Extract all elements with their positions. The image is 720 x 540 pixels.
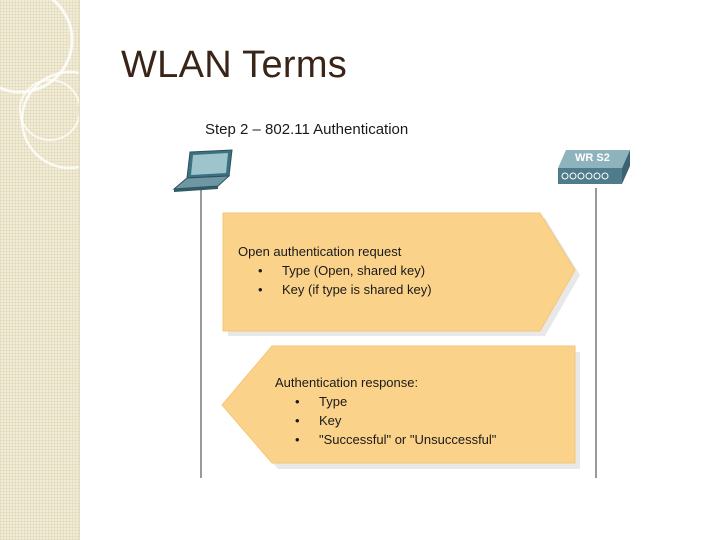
diagram-title: Step 2 – 802.11 Authentication bbox=[205, 121, 409, 138]
list-item: Type bbox=[295, 392, 496, 411]
list-item: Type (Open, shared key) bbox=[258, 261, 432, 280]
response-message: Authentication response: Type Key "Succe… bbox=[275, 373, 496, 449]
laptop-icon bbox=[172, 149, 233, 192]
decorative-circles bbox=[0, 0, 79, 170]
slide-title: WLAN Terms bbox=[121, 44, 348, 86]
response-heading: Authentication response: bbox=[275, 375, 419, 390]
decorative-sidebar bbox=[0, 0, 80, 540]
request-message: Open authentication request Type (Open, … bbox=[238, 242, 432, 299]
request-heading: Open authentication request bbox=[238, 244, 402, 259]
list-item: "Successful" or "Unsuccessful" bbox=[295, 430, 496, 449]
wireless-router-icon bbox=[558, 150, 630, 184]
list-item: Key bbox=[295, 411, 496, 430]
request-list: Type (Open, shared key) Key (if type is … bbox=[238, 261, 432, 299]
router-label: WR S2 bbox=[575, 152, 610, 164]
response-list: Type Key "Successful" or "Unsuccessful" bbox=[275, 392, 496, 449]
list-item: Key (if type is shared key) bbox=[258, 280, 432, 299]
